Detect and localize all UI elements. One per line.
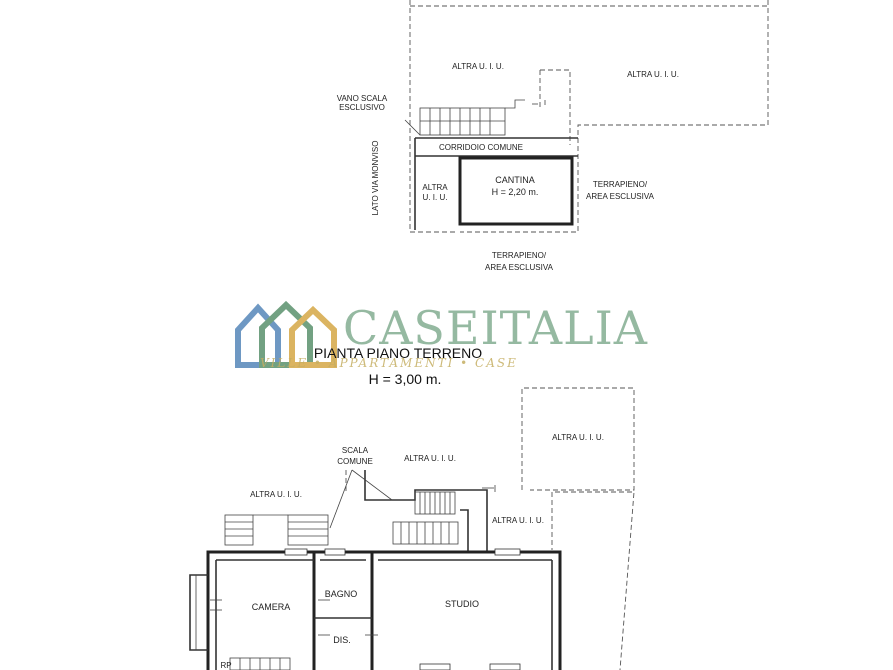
section-title: PIANTA PIANO TERRENO bbox=[314, 345, 482, 361]
label-bagno: BAGNO bbox=[325, 589, 358, 599]
label-lato-via: LATO VIA MONVISO bbox=[371, 141, 380, 216]
label-dis: DIS. bbox=[333, 635, 351, 645]
label-ground-altra-top-right: ALTRA U. I. U. bbox=[552, 433, 604, 442]
label-cantina-height: H = 2,20 m. bbox=[492, 187, 539, 197]
section-height: H = 3,00 m. bbox=[369, 371, 442, 387]
label-area-esclusiva-bottom: AREA ESCLUSIVA bbox=[485, 263, 554, 272]
label-ground-altra-left: ALTRA U. I. U. bbox=[250, 490, 302, 499]
label-comune: COMUNE bbox=[337, 457, 373, 466]
label-ground-altra-right: ALTRA U. I. U. bbox=[492, 516, 544, 525]
label-altra-small-2: U. I. U. bbox=[423, 193, 448, 202]
stair-basement bbox=[419, 99, 525, 136]
watermark-brand: CASEITALIA bbox=[343, 301, 648, 355]
label-terrapieno-right: TERRAPIENO/ bbox=[593, 180, 648, 189]
label-studio: STUDIO bbox=[445, 599, 479, 609]
caseitalia-watermark: CASEITALIA VILLE • APPARTAMENTI • CASE bbox=[235, 300, 648, 370]
watermark-tagline: VILLE • APPARTAMENTI • CASE bbox=[260, 356, 518, 370]
stair-left bbox=[224, 514, 329, 546]
label-area-esclusiva-right: AREA ESCLUSIVA bbox=[586, 192, 655, 201]
label-rp: RP bbox=[220, 661, 231, 670]
label-scala: SCALA bbox=[342, 446, 369, 455]
label-ground-altra-center: ALTRA U. I. U. bbox=[404, 454, 456, 463]
label-terrapieno-bottom: TERRAPIENO/ bbox=[492, 251, 547, 260]
label-cantina: CANTINA bbox=[495, 175, 535, 185]
label-altra-right: ALTRA U. I. U. bbox=[627, 70, 679, 79]
label-corridoio: CORRIDOIO COMUNE bbox=[439, 143, 523, 152]
basement-plan bbox=[404, 0, 769, 233]
label-esclusivo: ESCLUSIVO bbox=[339, 103, 385, 112]
stair-comune bbox=[364, 470, 496, 552]
house-gold-icon bbox=[289, 305, 337, 368]
label-camera: CAMERA bbox=[252, 602, 291, 612]
ground-plan bbox=[189, 387, 635, 670]
label-vano-scala: VANO SCALA bbox=[337, 94, 388, 103]
label-altra-left: ALTRA U. I. U. bbox=[452, 62, 504, 71]
label-altra-small-1: ALTRA bbox=[422, 183, 448, 192]
